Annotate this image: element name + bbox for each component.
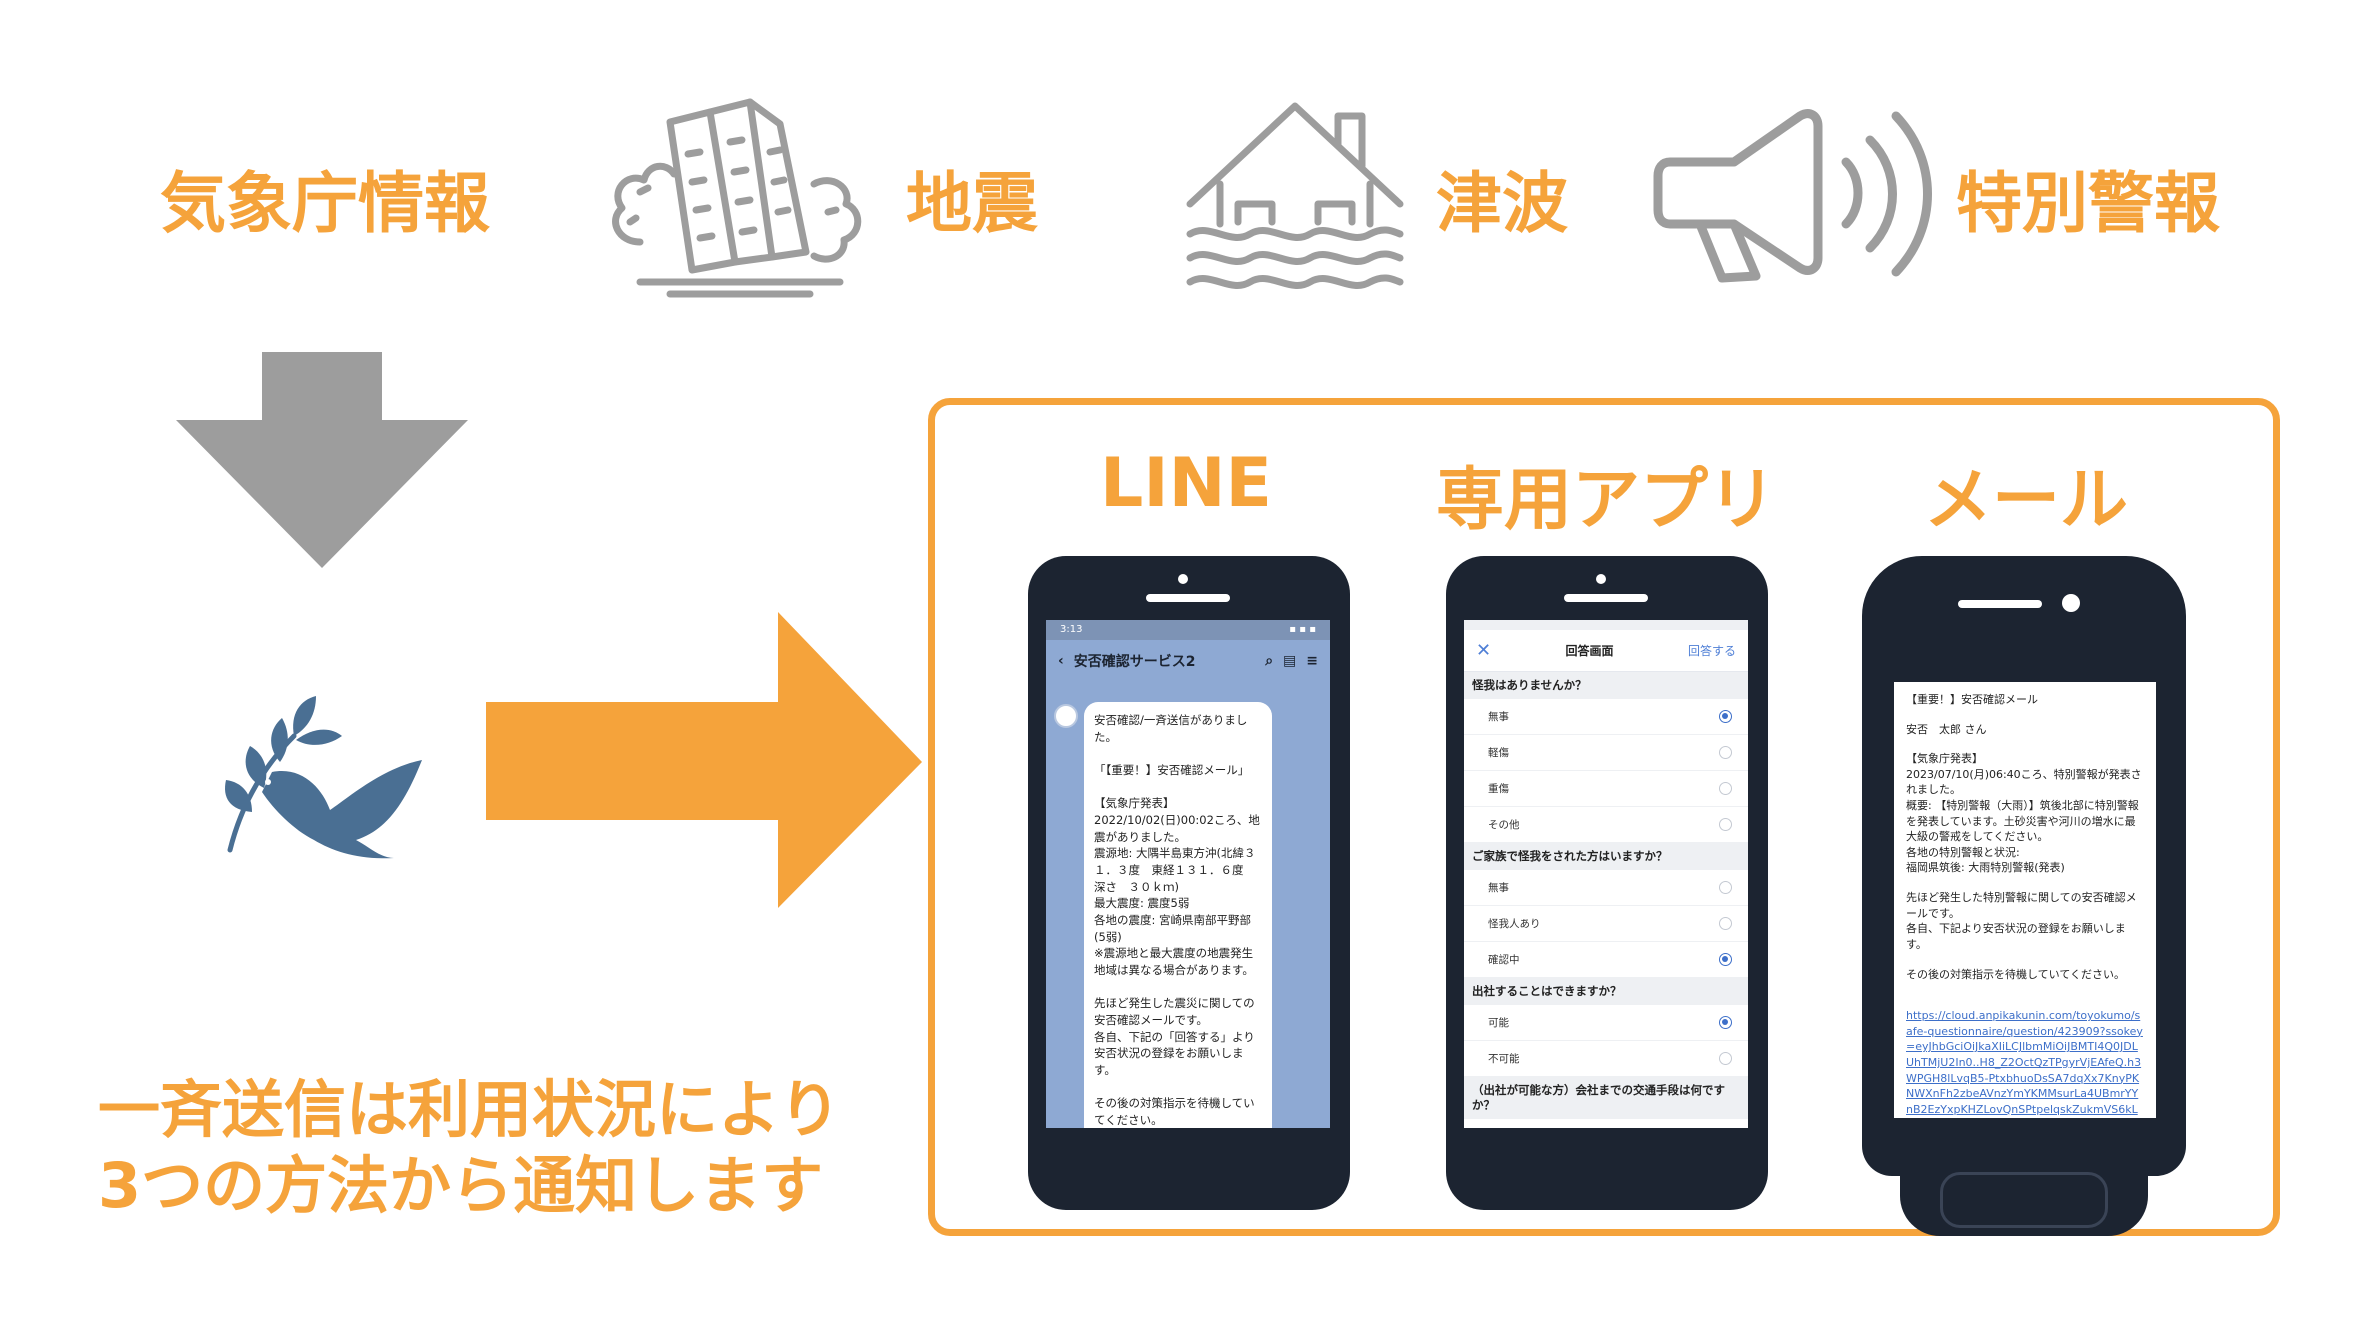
question-heading: 出社することはできますか？ (1464, 977, 1748, 1005)
answer-option[interactable]: 可能 (1464, 1005, 1748, 1041)
radio-empty-icon[interactable] (1719, 880, 1732, 894)
radio-empty-icon[interactable] (1719, 817, 1732, 831)
answer-option-label: 軽傷 (1488, 746, 1509, 759)
radio-selected-icon[interactable] (1719, 709, 1732, 723)
home-button[interactable] (1940, 1172, 2108, 1228)
search-icon[interactable]: ⌕ (1265, 653, 1274, 669)
radio-selected-icon[interactable] (1719, 952, 1732, 966)
radio-empty-icon[interactable] (1719, 745, 1732, 759)
mail-subject: 【重要！】安否確認メール (1906, 693, 2038, 706)
source-label: 気象庁情報 (160, 165, 490, 242)
response-link[interactable]: https://cloud.anpikakunin.com/toyokumo/s… (1906, 1009, 2143, 1116)
answer-option[interactable]: 怪我人あり (1464, 906, 1748, 942)
answer-option-label: 可能 (1488, 1016, 1509, 1029)
chat-name: 安否確認サービス2 (1073, 654, 1196, 670)
answer-option[interactable]: 確認中 (1464, 942, 1748, 978)
phone-mail: 【重要！】安否確認メール 安否 太郎 さん 【気象庁発表】 2023/07/10… (1862, 556, 2186, 1236)
line-chat-header: ‹ 安否確認サービス2 ⌕ ▤ ≡ (1046, 640, 1330, 682)
hazard-label-tsunami: 津波 (1436, 165, 1568, 242)
app-header: ✕ 回答画面 回答する (1464, 630, 1748, 672)
answer-option[interactable]: 無事 (1464, 870, 1748, 906)
answer-option-label: 怪我人あり (1488, 917, 1541, 930)
phone-line: 3:13 ▪ ▪ ▪ ‹ 安否確認サービス2 ⌕ ▤ ≡ 安否確認/一斉送信があ… (1028, 556, 1350, 1210)
phone-app: ✕ 回答画面 回答する 怪我はありませんか？無事軽傷重傷その他ご家族で怪我をされ… (1446, 556, 1768, 1210)
answer-option-label: その他 (1488, 818, 1520, 831)
answer-option[interactable]: 電車✓ (1464, 1119, 1748, 1128)
question-heading: （出社が可能な方）会社までの交通手段は何ですか？ (1464, 1076, 1748, 1119)
mail-screen: 【重要！】安否確認メール 安否 太郎 さん 【気象庁発表】 2023/07/10… (1894, 682, 2156, 1118)
mail-body-instruction: その後の対策指示を待機していてください。 (1906, 967, 2126, 981)
status-time: 3:13 (1060, 624, 1083, 635)
app-screen: ✕ 回答画面 回答する 怪我はありませんか？無事軽傷重傷その他ご家族で怪我をされ… (1464, 620, 1748, 1128)
status-icons: ▪ ▪ ▪ (1289, 624, 1316, 635)
answer-option[interactable]: 軽傷 (1464, 735, 1748, 771)
mail-body-request: 先ほど発生した特別警報に関しての安否確認メールです。 各自、下記より安否状況の登… (1906, 891, 2137, 951)
answer-option[interactable]: その他 (1464, 807, 1748, 843)
mail-recipient: 安否 太郎 さん (1906, 722, 1987, 736)
question-heading: 怪我はありませんか？ (1464, 672, 1748, 699)
menu-icon[interactable]: ≡ (1306, 653, 1318, 669)
answer-option-label: 不可能 (1488, 1052, 1520, 1065)
flooded-house-icon (1186, 102, 1404, 289)
channel-title-app: 専用アプリ (1435, 461, 1776, 540)
app-top-strip (1464, 620, 1748, 630)
answer-option-label: 確認中 (1488, 953, 1520, 966)
line-screen: 3:13 ▪ ▪ ▪ ‹ 安否確認サービス2 ⌕ ▤ ≡ 安否確認/一斉送信があ… (1046, 620, 1330, 1128)
question-list: 怪我はありませんか？無事軽傷重傷その他ご家族で怪我をされた方はいますか？無事怪我… (1464, 672, 1748, 1128)
question-heading: ご家族で怪我をされた方はいますか？ (1464, 842, 1748, 870)
radio-empty-icon[interactable] (1719, 916, 1732, 930)
phone-speaker (1564, 594, 1648, 602)
hazard-label-special-warning: 特別警報 (1956, 165, 2220, 242)
mail-body-announcement: 【気象庁発表】 2023/07/10(月)06:40ころ、特別警報が発表されまし… (1906, 752, 2142, 875)
down-arrow (176, 352, 468, 568)
app-title: 回答画面 (1565, 644, 1614, 658)
right-arrow (486, 612, 922, 908)
phone-speaker (1958, 600, 2042, 608)
chat-bubble: 安否確認/一斉送信がありました。 「【重要！】安否確認メール」 【気象庁発表】 … (1084, 702, 1272, 1128)
channel-title-mail: メール (1923, 461, 2128, 540)
answer-option-label: 無事 (1488, 710, 1509, 723)
radio-empty-icon[interactable] (1719, 781, 1732, 795)
channel-title-line: LINE (1100, 444, 1272, 523)
notification-message-line-2: 3つの方法から通知します (98, 1149, 824, 1222)
answer-option-label: 重傷 (1488, 782, 1509, 795)
notes-icon[interactable]: ▤ (1283, 653, 1297, 669)
radio-empty-icon[interactable] (1719, 1051, 1732, 1065)
megaphone-icon (1653, 109, 1932, 283)
phone-speaker (1146, 594, 1230, 602)
back-icon[interactable]: ‹ (1058, 653, 1064, 669)
submit-button[interactable]: 回答する (1687, 644, 1736, 658)
collapsed-building-icon (612, 98, 862, 298)
hazard-label-earthquake: 地震 (906, 165, 1038, 242)
notification-channels-box (928, 398, 2280, 1236)
avatar (1054, 704, 1078, 728)
close-icon[interactable]: ✕ (1476, 640, 1492, 661)
answer-option[interactable]: 重傷 (1464, 771, 1748, 807)
notification-message-line-1: 一斉送信は利用状況により (98, 1073, 841, 1146)
phone-camera (2062, 594, 2080, 612)
phone-camera (1596, 574, 1606, 584)
phone-camera (1178, 574, 1188, 584)
dove-icon (225, 696, 422, 859)
radio-selected-icon[interactable] (1719, 1015, 1732, 1029)
answer-option[interactable]: 不可能 (1464, 1041, 1748, 1077)
answer-option-label: 無事 (1488, 881, 1509, 894)
status-bar: 3:13 ▪ ▪ ▪ (1046, 620, 1330, 640)
answer-option[interactable]: 無事 (1464, 699, 1748, 735)
